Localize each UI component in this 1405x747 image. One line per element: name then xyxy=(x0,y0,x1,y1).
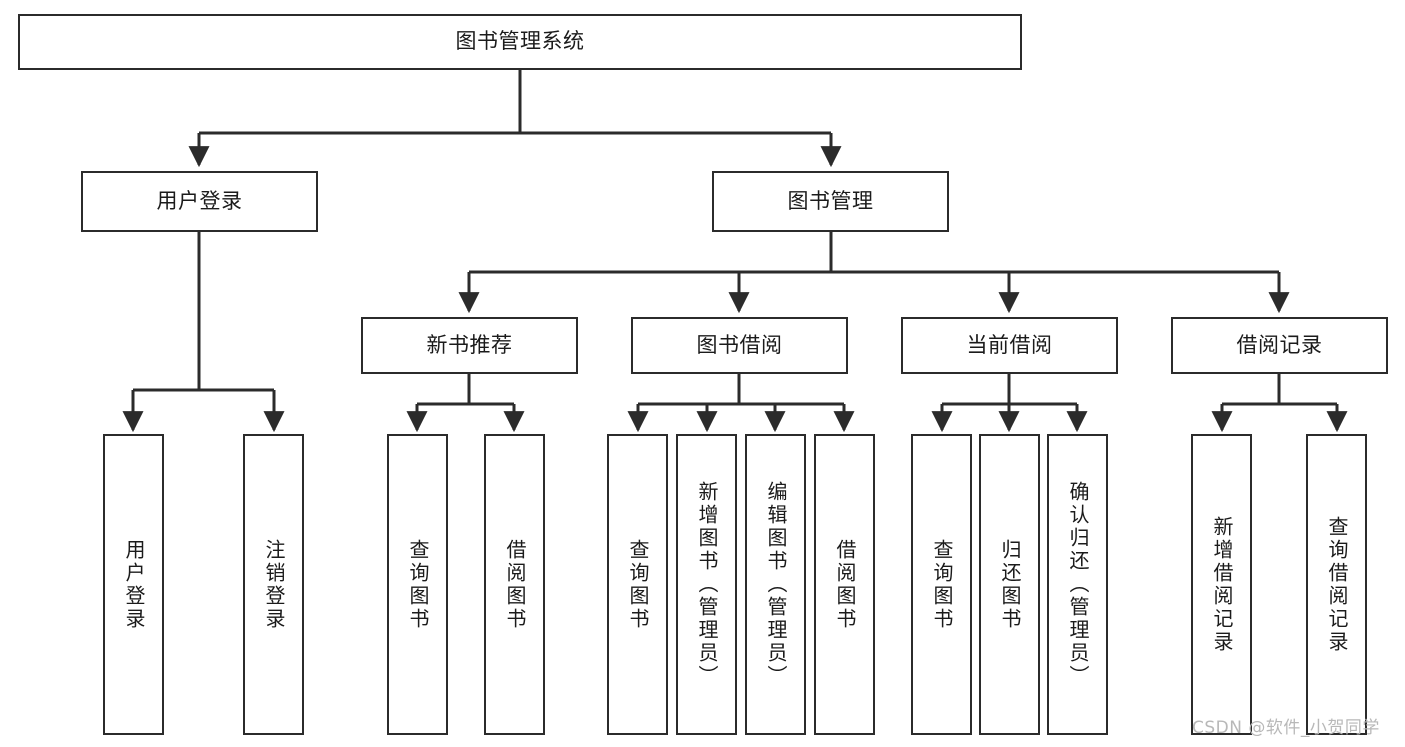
node-new-book-recommend[interactable]: 新书推荐 xyxy=(361,317,578,374)
leaf-book-borrow-4[interactable]: 借阅图书 xyxy=(814,434,875,735)
leaf-user-login-2-label: 注销登录 xyxy=(262,538,286,631)
node-root[interactable]: 图书管理系统 xyxy=(18,14,1022,70)
node-borrow-record[interactable]: 借阅记录 xyxy=(1171,317,1388,374)
leaf-user-login-2[interactable]: 注销登录 xyxy=(243,434,304,735)
node-book-management[interactable]: 图书管理 xyxy=(712,171,949,232)
leaf-borrow-record-1[interactable]: 新增借阅记录 xyxy=(1191,434,1252,735)
leaf-user-login-1[interactable]: 用户登录 xyxy=(103,434,164,735)
node-root-label: 图书管理系统 xyxy=(455,29,585,54)
leaf-new-book-2-label: 借阅图书 xyxy=(503,538,527,631)
leaf-new-book-1-label: 查询图书 xyxy=(406,538,430,631)
leaf-current-borrow-2[interactable]: 归还图书 xyxy=(979,434,1040,735)
node-user-login[interactable]: 用户登录 xyxy=(81,171,318,232)
node-borrow-record-label: 借阅记录 xyxy=(1236,332,1323,357)
leaf-book-borrow-2-label: 新增图书（管理员） xyxy=(695,481,719,688)
node-user-login-label: 用户登录 xyxy=(156,188,243,213)
leaf-borrow-record-2[interactable]: 查询借阅记录 xyxy=(1306,434,1367,735)
leaf-book-borrow-1-label: 查询图书 xyxy=(626,538,650,631)
node-new-book-recommend-label: 新书推荐 xyxy=(426,332,513,357)
leaf-current-borrow-1-label: 查询图书 xyxy=(930,538,954,631)
leaf-new-book-2[interactable]: 借阅图书 xyxy=(484,434,545,735)
leaf-borrow-record-2-label: 查询借阅记录 xyxy=(1325,515,1349,654)
leaf-current-borrow-3[interactable]: 确认归还（管理员） xyxy=(1047,434,1108,735)
leaf-current-borrow-1[interactable]: 查询图书 xyxy=(911,434,972,735)
leaf-book-borrow-1[interactable]: 查询图书 xyxy=(607,434,668,735)
node-book-borrow-label: 图书借阅 xyxy=(696,332,783,357)
leaf-book-borrow-4-label: 借阅图书 xyxy=(833,538,857,631)
leaf-current-borrow-2-label: 归还图书 xyxy=(998,538,1022,631)
leaf-borrow-record-1-label: 新增借阅记录 xyxy=(1210,515,1234,654)
node-book-borrow[interactable]: 图书借阅 xyxy=(631,317,848,374)
node-current-borrow[interactable]: 当前借阅 xyxy=(901,317,1118,374)
leaf-user-login-1-label: 用户登录 xyxy=(122,538,146,631)
leaf-book-borrow-2[interactable]: 新增图书（管理员） xyxy=(676,434,737,735)
node-book-management-label: 图书管理 xyxy=(787,188,874,213)
leaf-new-book-1[interactable]: 查询图书 xyxy=(387,434,448,735)
leaf-book-borrow-3[interactable]: 编辑图书（管理员） xyxy=(745,434,806,735)
leaf-current-borrow-3-label: 确认归还（管理员） xyxy=(1066,481,1090,688)
node-current-borrow-label: 当前借阅 xyxy=(966,332,1053,357)
leaf-book-borrow-3-label: 编辑图书（管理员） xyxy=(764,481,788,688)
